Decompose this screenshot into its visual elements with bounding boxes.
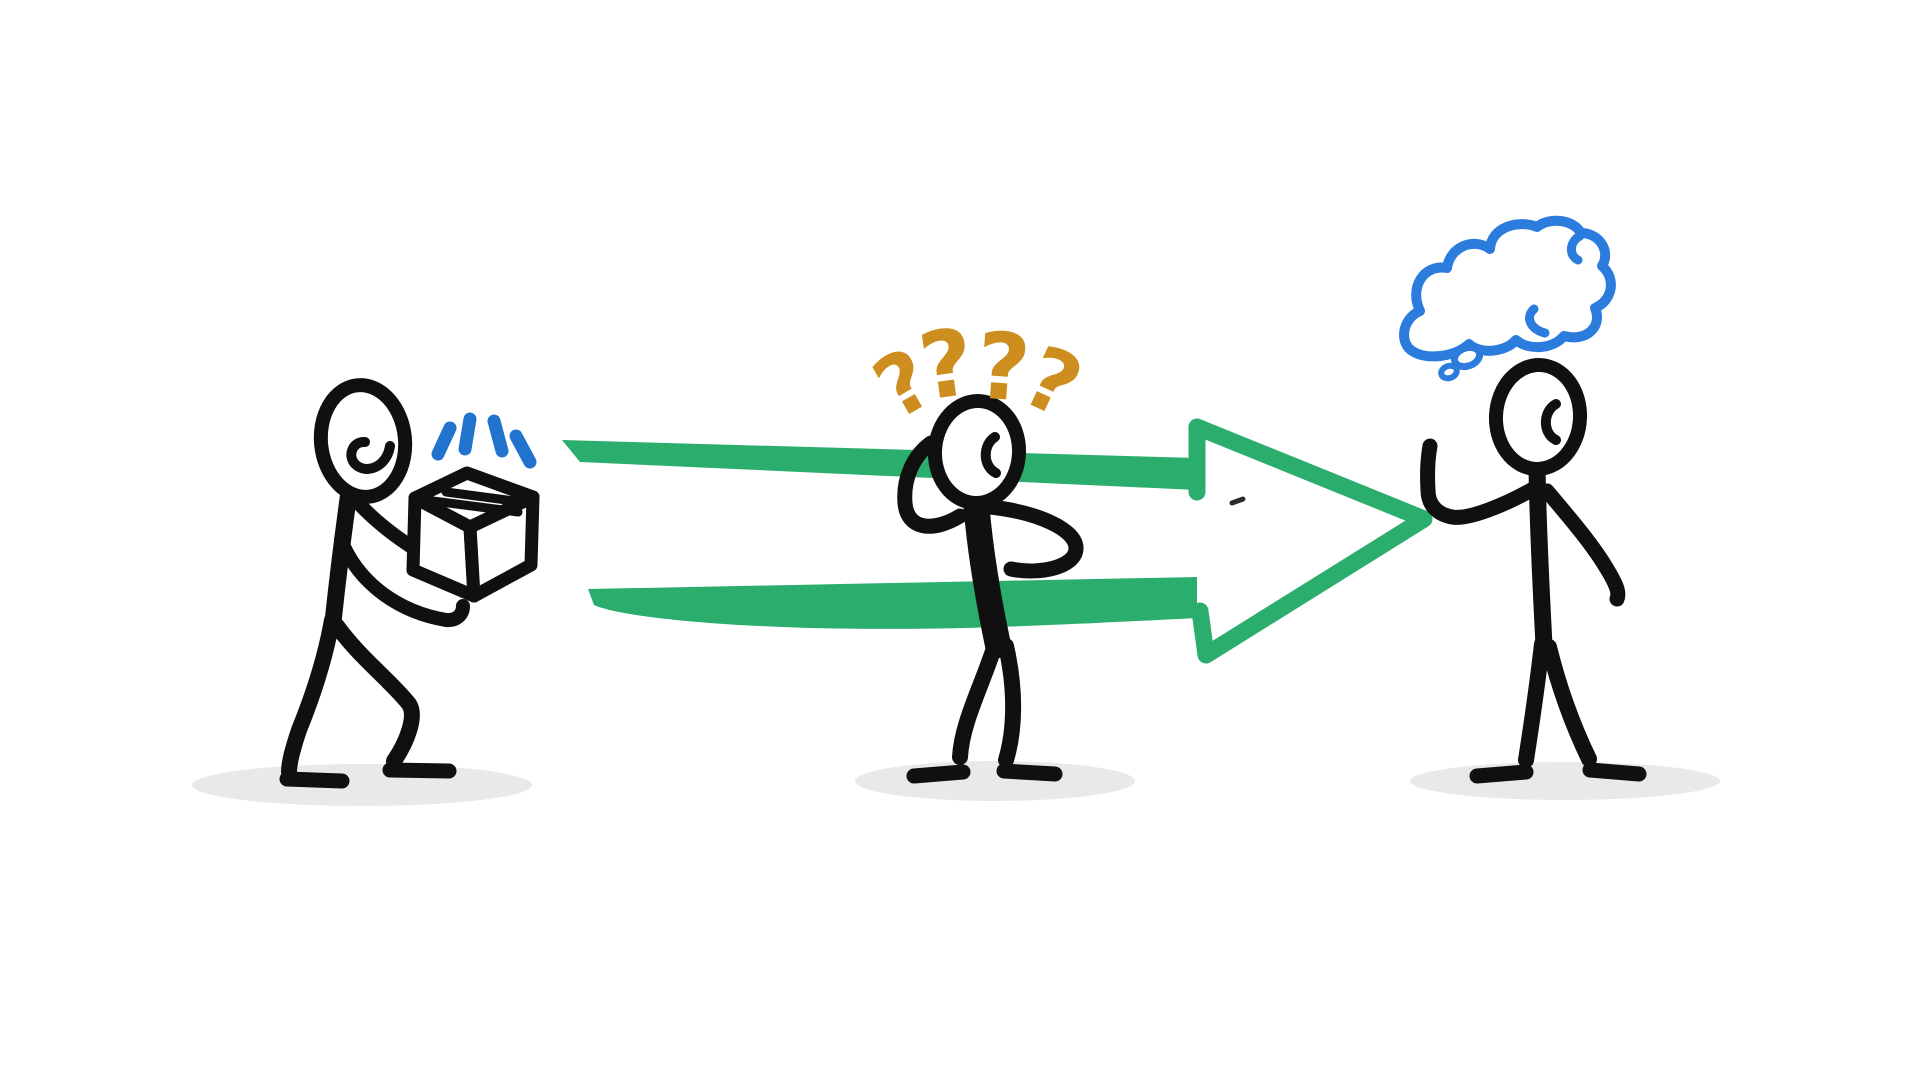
flow-arrow-icon <box>562 418 1433 664</box>
confused-left-leg <box>952 634 1004 765</box>
thinker-ear <box>1540 399 1561 445</box>
arrow-bottom-shaft <box>588 577 1197 629</box>
question-marks-icon: ? ? ? ? <box>858 308 1096 438</box>
confused-shadow ground-shadow-icon <box>855 761 1135 801</box>
confused-figure: ? ? ? ? <box>858 308 1096 784</box>
box-tape-line-2 <box>441 487 534 508</box>
cloud-bubble-small <box>1438 362 1460 382</box>
giver-figure <box>279 378 540 789</box>
thinker-right-leg <box>1541 639 1597 767</box>
confused-scratching-arm <box>897 435 968 534</box>
thinker-left-leg <box>1518 636 1550 768</box>
thinker-torso <box>1528 459 1553 654</box>
thinker-hanging-arm <box>1539 483 1626 607</box>
thinker-shadow ground-shadow-icon <box>1410 762 1720 800</box>
cloud-curl-top <box>1567 231 1585 265</box>
thought-cloud-icon <box>1399 215 1616 382</box>
thinker-head <box>1488 358 1588 476</box>
sparkle-dash-3 <box>487 414 509 458</box>
cloud-bubble-medium <box>1450 343 1484 371</box>
giver-lower-arm <box>334 533 470 628</box>
cloud-curl-bottom <box>1525 304 1550 338</box>
sparkle-dash-1 <box>431 421 457 461</box>
question-mark-3: ? <box>973 312 1034 422</box>
giver-front-foot <box>382 762 457 779</box>
thinker-figure <box>1399 215 1647 784</box>
giver-front-leg <box>329 618 420 769</box>
giver-back-foot <box>279 771 350 789</box>
sparkle-dash-4 <box>509 429 537 469</box>
sparkle-lines-icon <box>431 412 537 469</box>
confused-right-leg <box>998 638 1022 768</box>
package-box-icon <box>406 466 540 603</box>
sparkle-dash-2 <box>458 412 477 456</box>
thinker-left-foot <box>1469 764 1534 784</box>
giver-shadow ground-shadow-icon <box>192 764 532 806</box>
ink-speck <box>1229 496 1246 506</box>
thinker-right-foot <box>1582 762 1647 782</box>
confused-ear <box>980 432 1001 478</box>
giver-back-leg <box>281 612 340 780</box>
arrow-top-shaft <box>562 440 1197 490</box>
box-tape-line-1 <box>428 496 523 517</box>
thinker-raised-arm <box>1420 438 1541 525</box>
confused-akimbo-arm <box>982 499 1084 579</box>
confused-torso <box>963 488 1011 658</box>
confused-left-foot <box>906 764 971 784</box>
confused-right-foot <box>996 763 1063 782</box>
arrow-head <box>1188 418 1433 664</box>
giver-torso <box>324 483 358 631</box>
giver-ear <box>346 437 395 474</box>
cloud-outline <box>1399 215 1616 362</box>
